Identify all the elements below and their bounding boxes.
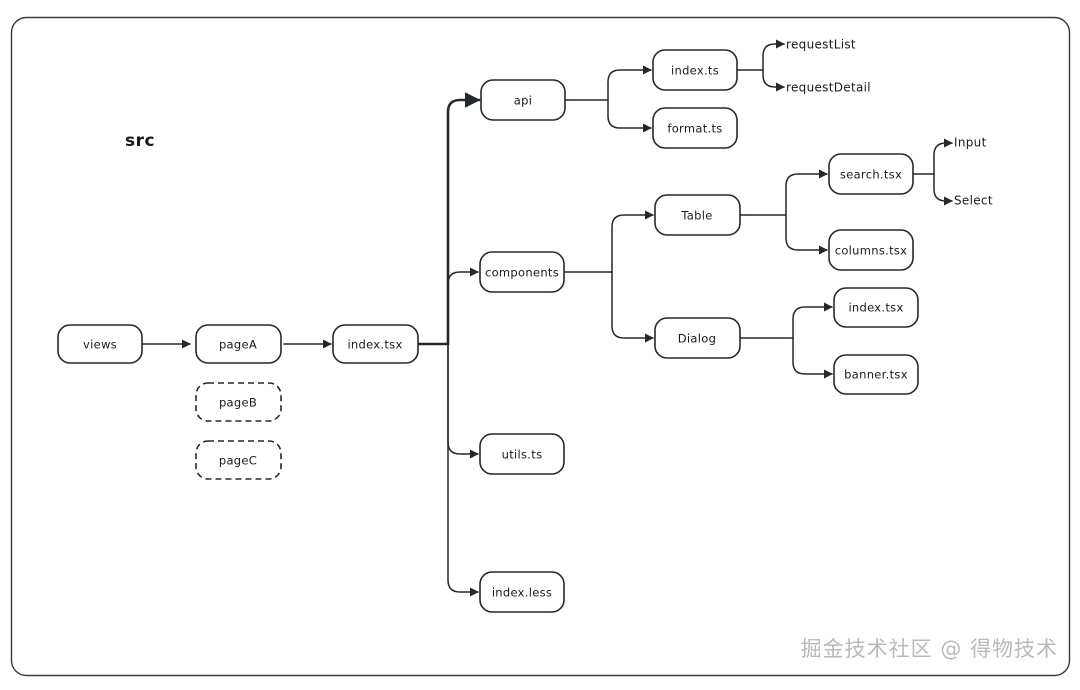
node-dialog-index-tsx[interactable]: index.tsx bbox=[833, 287, 919, 328]
edge-table-columnstsx bbox=[785, 214, 828, 255]
edge-components-table bbox=[611, 210, 654, 273]
node-index-tsx-root[interactable]: index.tsx bbox=[332, 324, 419, 364]
node-utils-ts-box[interactable] bbox=[479, 433, 565, 475]
node-index-less[interactable]: index.less bbox=[479, 571, 565, 613]
node-api-label: api bbox=[514, 94, 532, 108]
diagram-title: src bbox=[125, 131, 155, 151]
node-select-label: Select bbox=[954, 194, 993, 208]
node-dialog-label: Dialog bbox=[678, 332, 716, 346]
node-columns-tsx-label: columns.tsx bbox=[835, 244, 908, 258]
edge-searchtsx-select bbox=[933, 173, 953, 206]
node-search-tsx-box[interactable] bbox=[828, 153, 914, 195]
node-api-box[interactable] bbox=[480, 79, 566, 121]
edge-dialog-indextsx bbox=[792, 302, 833, 339]
node-api-format-ts-box[interactable] bbox=[652, 107, 738, 149]
trunk-branch-components bbox=[447, 267, 479, 345]
node-index-less-label: index.less bbox=[492, 586, 552, 600]
node-pagea-label: pageA bbox=[219, 338, 257, 352]
node-components[interactable]: components bbox=[479, 251, 565, 293]
node-request-detail-label: requestDetail bbox=[786, 81, 871, 95]
node-api-format-ts[interactable]: format.ts bbox=[652, 107, 738, 149]
node-api-index-ts-box[interactable] bbox=[652, 49, 738, 91]
node-input-label: Input bbox=[954, 136, 987, 150]
edge-dialog-bannertsx bbox=[792, 337, 833, 379]
edge-indexts-requestlist bbox=[762, 39, 785, 71]
edge-indexts-requestdetail bbox=[762, 69, 785, 92]
diagram-frame bbox=[10, 16, 1071, 677]
node-index-tsx-root-label: index.tsx bbox=[347, 338, 402, 352]
node-pagec-box[interactable] bbox=[195, 440, 282, 480]
node-dialog-banner-tsx-label: banner.tsx bbox=[844, 368, 908, 382]
node-dialog[interactable]: Dialog bbox=[654, 317, 741, 359]
node-pagec-label: pageC bbox=[219, 454, 257, 468]
node-table-box[interactable] bbox=[654, 194, 741, 236]
node-utils-ts-label: utils.ts bbox=[502, 448, 543, 462]
edge-api-formatts bbox=[607, 99, 652, 133]
node-views-label: views bbox=[83, 338, 117, 352]
node-pagea-box[interactable] bbox=[195, 324, 282, 364]
node-columns-tsx-box[interactable] bbox=[828, 229, 914, 271]
edge-components-dialog bbox=[611, 271, 654, 343]
node-pagea[interactable]: pageA bbox=[195, 324, 282, 364]
edge-searchtsx-input bbox=[933, 138, 953, 175]
node-dialog-banner-tsx[interactable]: banner.tsx bbox=[833, 354, 919, 395]
node-columns-tsx[interactable]: columns.tsx bbox=[828, 229, 914, 271]
trunk-branch-indexless bbox=[447, 343, 479, 597]
node-api[interactable]: api bbox=[480, 79, 566, 121]
node-index-tsx-root-box[interactable] bbox=[332, 324, 419, 364]
node-views[interactable]: views bbox=[57, 324, 143, 364]
node-search-tsx-label: search.tsx bbox=[840, 168, 902, 182]
node-table-label: Table bbox=[680, 209, 712, 223]
node-pagec[interactable]: pageC bbox=[195, 440, 282, 480]
node-dialog-banner-tsx-box[interactable] bbox=[833, 354, 919, 395]
edge-api-indexts bbox=[607, 65, 652, 101]
node-table[interactable]: Table bbox=[654, 194, 741, 236]
node-pageb[interactable]: pageB bbox=[195, 382, 282, 422]
edge-table-searchtsx bbox=[785, 169, 828, 216]
watermark: 掘金技术社区 @ 得物技术 bbox=[801, 637, 1058, 661]
node-components-box[interactable] bbox=[479, 251, 565, 293]
node-dialog-index-tsx-box[interactable] bbox=[833, 287, 919, 328]
edge-group bbox=[141, 39, 953, 597]
node-utils-ts[interactable]: utils.ts bbox=[479, 433, 565, 475]
node-api-index-ts-label: index.ts bbox=[671, 64, 719, 78]
node-api-index-ts[interactable]: index.ts bbox=[652, 49, 738, 91]
node-pageb-box[interactable] bbox=[195, 382, 282, 422]
node-dialog-index-tsx-label: index.tsx bbox=[848, 301, 903, 315]
node-views-box[interactable] bbox=[57, 324, 143, 364]
node-dialog-box[interactable] bbox=[654, 317, 741, 359]
node-index-less-box[interactable] bbox=[479, 571, 565, 613]
node-api-format-ts-label: format.ts bbox=[667, 122, 722, 136]
node-request-list-label: requestList bbox=[786, 38, 856, 52]
node-search-tsx[interactable]: search.tsx bbox=[828, 153, 914, 195]
trunk-spine-upper bbox=[446, 92, 481, 346]
node-components-label: components bbox=[485, 266, 559, 280]
node-pageb-label: pageB bbox=[219, 396, 257, 410]
